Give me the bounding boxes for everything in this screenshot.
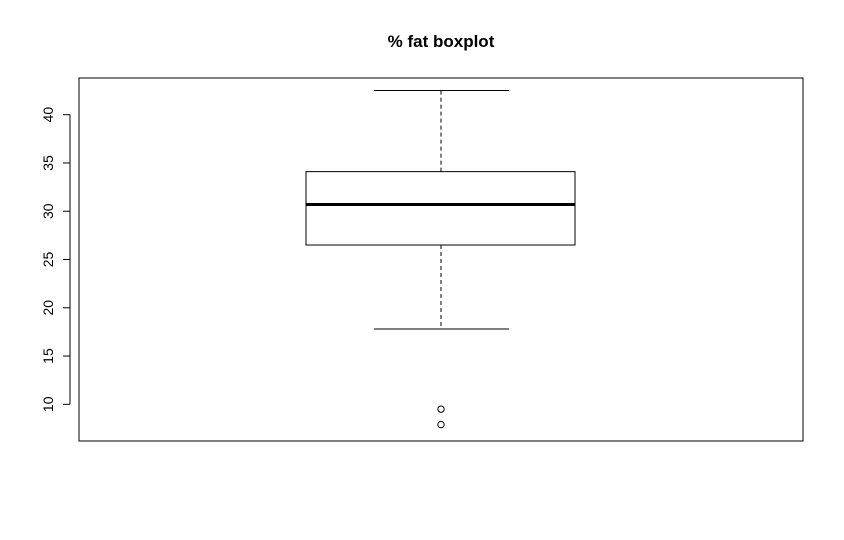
- chart-title: % fat boxplot: [388, 32, 495, 51]
- y-tick-label: 15: [40, 348, 56, 364]
- box-group: [305, 90, 576, 429]
- outlier-point: [437, 420, 445, 429]
- y-tick-label: 25: [40, 252, 56, 268]
- iqr-box: [305, 171, 576, 246]
- y-tick-label: 10: [40, 396, 56, 412]
- y-tick-label: 40: [40, 107, 56, 123]
- plot-frame: [78, 77, 804, 442]
- outlier-point: [437, 405, 445, 413]
- y-tick-label: 20: [40, 300, 56, 316]
- y-tick-label: 30: [40, 203, 56, 219]
- y-tick-label: 35: [40, 155, 56, 171]
- y-axis: 10 15 20 25 30 35 40: [40, 107, 71, 412]
